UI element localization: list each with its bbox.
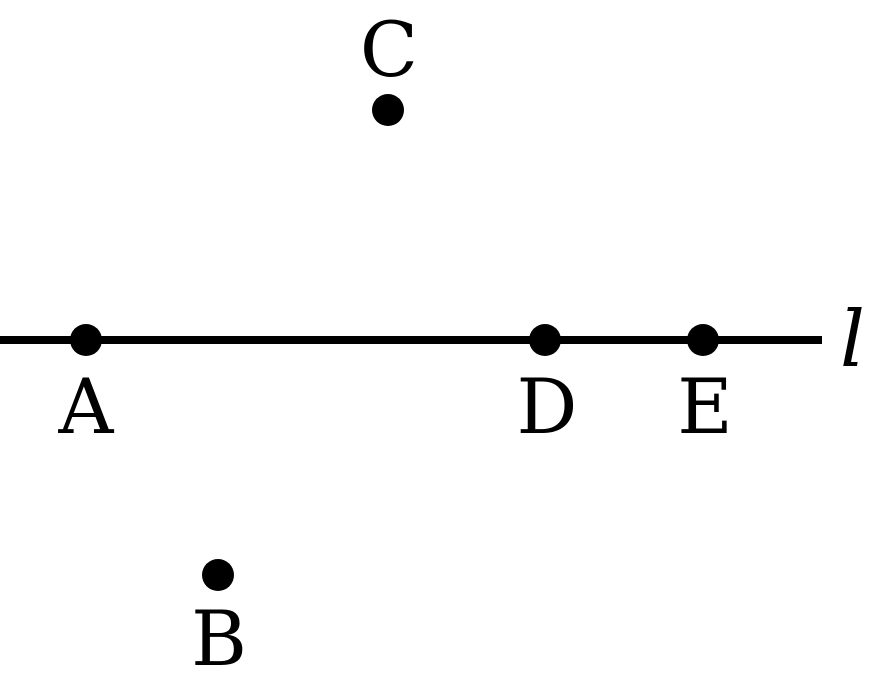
point-c-label: C (360, 5, 418, 94)
point-d-label: D (517, 362, 578, 451)
point-e-label: E (677, 362, 732, 451)
point-e (687, 324, 719, 356)
point-a-label: A (58, 362, 115, 451)
point-c (372, 94, 404, 126)
point-d (529, 324, 561, 356)
point-a (70, 324, 102, 356)
line-l-label: l (840, 295, 865, 385)
point-b (202, 559, 234, 591)
point-b-label: B (191, 594, 247, 683)
